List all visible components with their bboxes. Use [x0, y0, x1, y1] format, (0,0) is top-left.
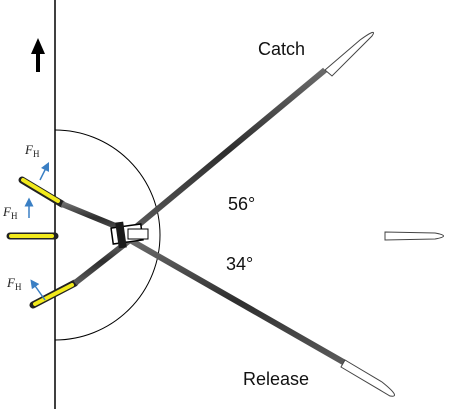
angle-catch-label: 56°	[228, 194, 255, 214]
force-arrow-release	[30, 279, 46, 301]
force-label-release: FH	[6, 275, 22, 292]
oar-catch	[18, 31, 374, 235]
force-label-catch: FH	[24, 142, 40, 159]
catch-label: Catch	[258, 39, 305, 59]
oar-middle	[6, 231, 444, 241]
angle-release-label: 34°	[226, 254, 253, 274]
force-label-middle: FH	[2, 204, 18, 221]
up-arrow-icon	[31, 38, 45, 72]
oar-release	[29, 237, 395, 397]
release-label: Release	[243, 369, 309, 389]
force-arrow-catch	[39, 161, 50, 181]
oarlock-pivot	[110, 221, 149, 249]
